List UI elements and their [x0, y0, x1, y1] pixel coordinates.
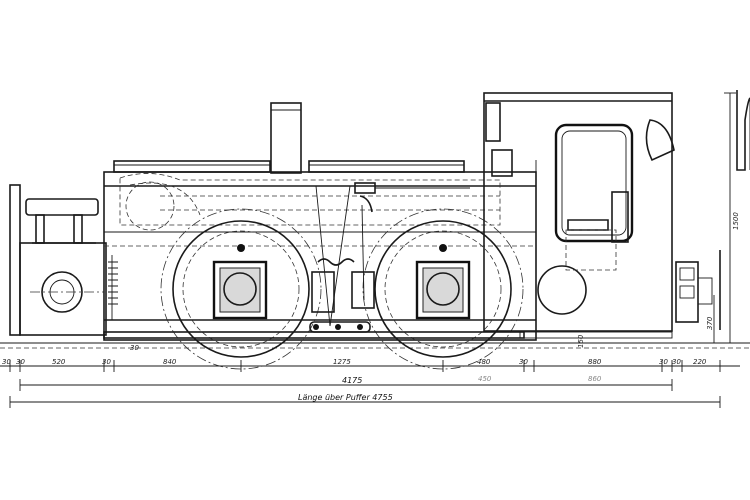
- cab: [483, 92, 675, 332]
- dim-r1-e: 840: [163, 358, 177, 366]
- overall-length-label: 4175: [342, 376, 362, 385]
- dim-r1-c: 520: [52, 358, 66, 366]
- secondary-length-label: 450: [478, 375, 492, 383]
- dim-r1-j: 30: [659, 358, 668, 366]
- small-dim-label: 30: [130, 344, 139, 352]
- side-tanks: [113, 160, 465, 173]
- chimney: [270, 102, 302, 174]
- vertical-dimension: [713, 92, 736, 344]
- dim-r1-g: 480: [477, 358, 491, 366]
- dimension-row-1: [0, 360, 740, 372]
- dimension-row-3: [9, 396, 721, 408]
- dimension-row-2: [19, 379, 673, 391]
- front-suspension-spring: [108, 255, 118, 320]
- dim-r1-h: 30: [519, 358, 528, 366]
- wheel-right: [362, 208, 524, 370]
- boiler-outline: [119, 173, 501, 231]
- wheel-left: [160, 208, 322, 370]
- height-total-label: 1500: [732, 212, 740, 230]
- dim-r1-k: 30: [672, 358, 681, 366]
- front-step: [25, 198, 99, 244]
- inner-right-label: 150: [577, 334, 585, 348]
- front-buffer-beam: [9, 184, 107, 336]
- dim-r1-f: 1275: [333, 358, 351, 366]
- frame-bottom: [103, 331, 673, 339]
- length-over-buffers-label: Länge über Puffer 4755: [298, 393, 393, 402]
- brake-gear: [309, 182, 470, 333]
- dim-r1-a: 30: [2, 358, 11, 366]
- rear-window-frame: [736, 90, 750, 171]
- dim-r1-i: 880: [588, 358, 602, 366]
- dim-r1-b: 30: [16, 358, 25, 366]
- dim-r1-l: 220: [693, 358, 707, 366]
- buffer-height-label: 370: [706, 316, 714, 330]
- main-frame: [103, 171, 537, 341]
- secondary-right-label: 860: [588, 375, 602, 383]
- dim-r1-d: 30: [102, 358, 111, 366]
- rear-coupling: [675, 250, 721, 330]
